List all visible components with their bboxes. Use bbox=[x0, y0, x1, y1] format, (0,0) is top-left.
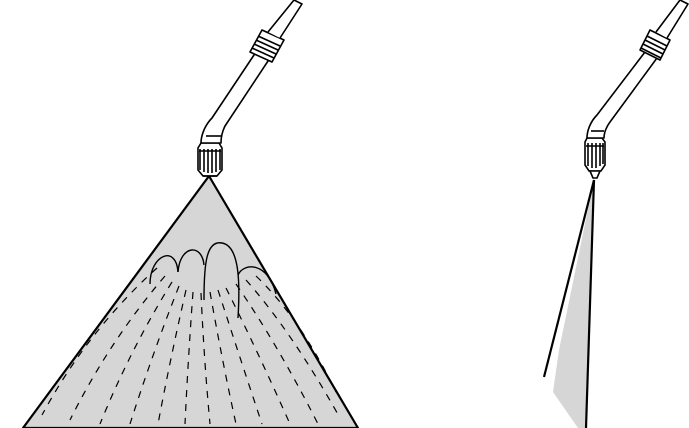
spray-stream bbox=[209, 291, 237, 425]
spray-burst bbox=[237, 266, 277, 295]
spray-stream bbox=[99, 281, 173, 425]
spray-stream bbox=[217, 289, 263, 425]
jet-spray-edge bbox=[584, 179, 596, 428]
spray-stream bbox=[184, 291, 194, 425]
spray-burst bbox=[177, 249, 205, 273]
spray-stream bbox=[235, 283, 319, 425]
spray-bursts bbox=[149, 242, 277, 319]
spray-stream bbox=[255, 275, 337, 393]
spray-stream bbox=[157, 289, 187, 425]
narrow-spray-illustration bbox=[542, 0, 689, 428]
fan-spray-cone bbox=[21, 174, 360, 428]
spray-stream bbox=[245, 279, 341, 419]
jet-spray-edge bbox=[542, 179, 596, 378]
spray-burst bbox=[149, 255, 179, 285]
spray-stream bbox=[225, 287, 291, 425]
spray-wand bbox=[200, 0, 303, 144]
wide-spray-illustration bbox=[21, 0, 360, 428]
spray-streams bbox=[41, 267, 341, 425]
nozzle-head bbox=[197, 142, 223, 177]
spray-stream bbox=[129, 285, 180, 425]
jet-spray-wedge bbox=[553, 180, 594, 428]
spray-stream bbox=[69, 275, 166, 421]
nozzle-head bbox=[584, 137, 606, 179]
spray-stream bbox=[200, 292, 211, 425]
spray-burst bbox=[203, 242, 240, 319]
spray-wand bbox=[586, 0, 689, 139]
